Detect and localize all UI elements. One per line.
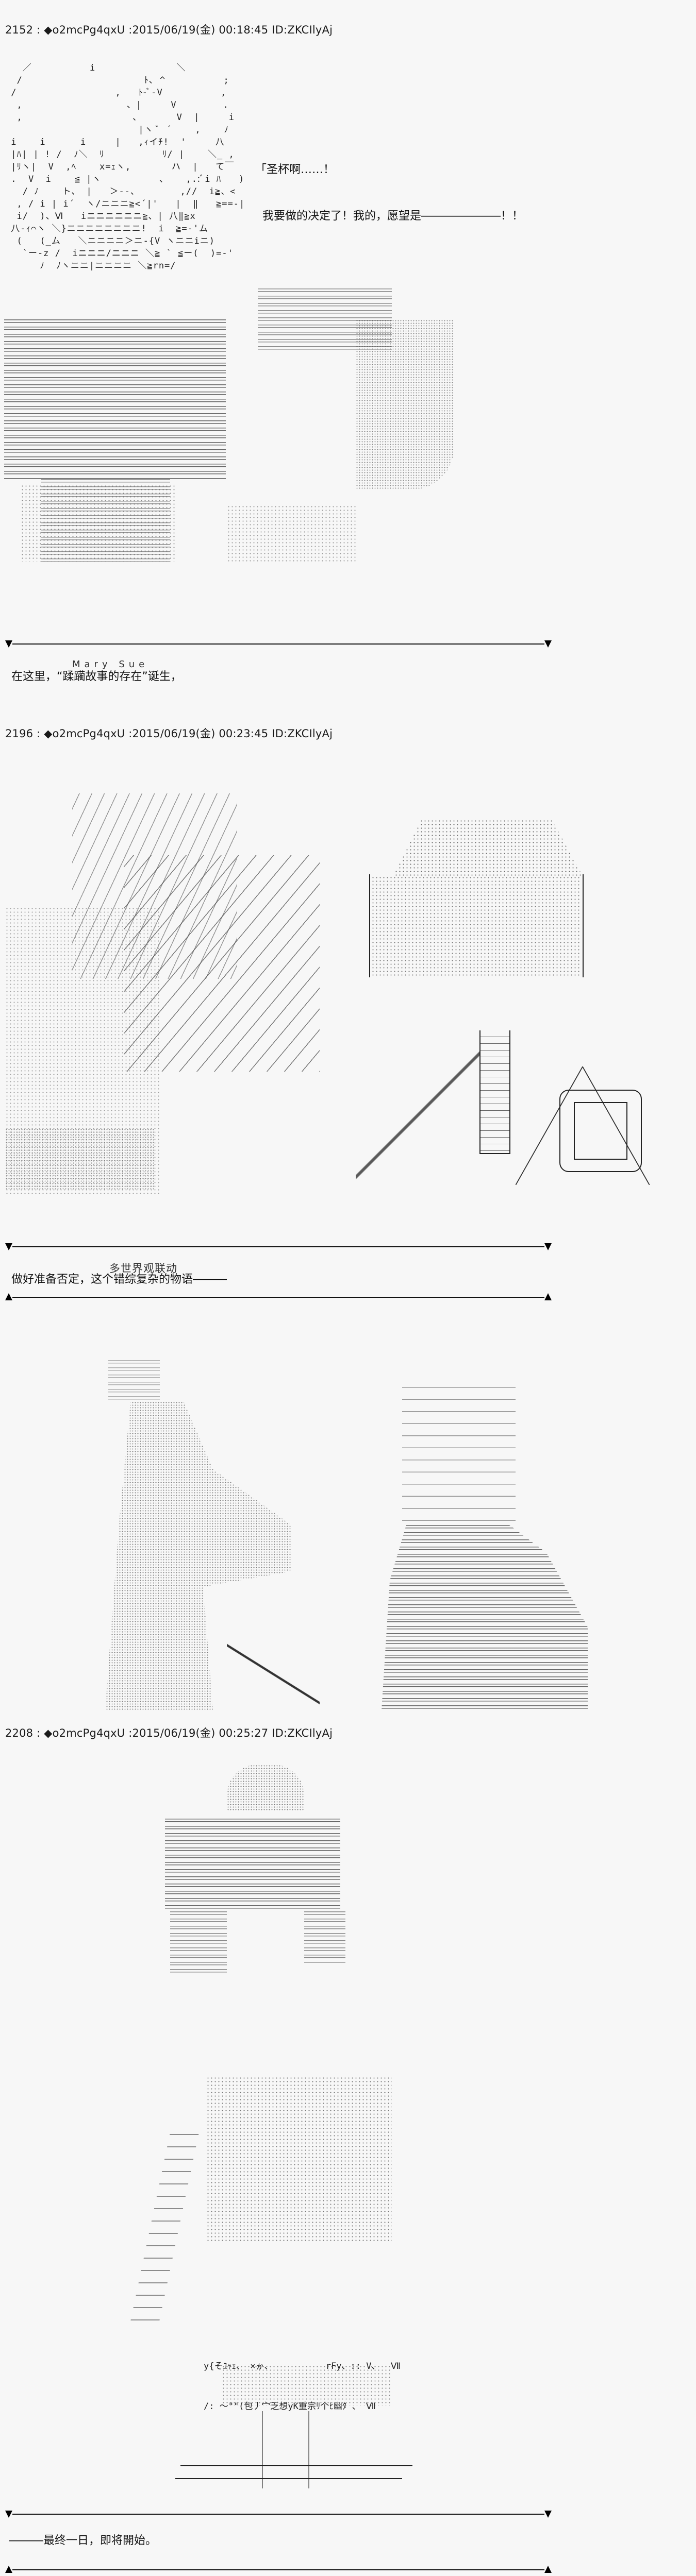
divider-line xyxy=(12,643,544,645)
post-separator: : xyxy=(33,727,44,740)
ascii-art-figure-5-shoulders xyxy=(165,1819,340,1911)
poster-id: ID:ZKCIlyAj xyxy=(272,1727,333,1739)
trip-code: ◆o2mcPg4qxU xyxy=(44,24,125,36)
ascii-art-figure-3-hood xyxy=(108,1360,160,1401)
post-datetime: :2015/06/19(金) 00:18:45 xyxy=(125,24,269,36)
speech-bubble: 「圣杯啊……！ 我要做的决定了！我的，愿望是―――――――！！ xyxy=(255,131,523,240)
ascii-art-figure-5-hat xyxy=(227,1765,304,1811)
divider-line xyxy=(12,2514,544,2515)
ascii-art-figure-4-body xyxy=(382,1525,588,1710)
post-datetime: :2015/06/19(金) 00:23:45 xyxy=(125,727,269,740)
ascii-art-figure-5-chair-left xyxy=(129,2123,201,2329)
ascii-art-grail-rim xyxy=(258,289,392,350)
post-separator: : xyxy=(33,24,44,36)
post-separator: : xyxy=(33,1727,44,1739)
triangle-down-icon xyxy=(5,1243,12,1250)
ascii-art-figure-3-sword xyxy=(227,1638,320,1710)
ascii-art-building-roof xyxy=(393,819,583,876)
triangle-up-icon xyxy=(5,1293,12,1300)
panel-separator-top xyxy=(5,1292,552,1302)
triangle-down-icon xyxy=(5,640,12,648)
ascii-art-window-pane xyxy=(574,1102,627,1160)
ascii-art-figure-1-body xyxy=(4,319,226,479)
ascii-art-framed-window xyxy=(559,1090,642,1172)
narration-text: 在这里，“蹂躏故事的存在”诞生， xyxy=(11,670,182,683)
triangle-up-icon xyxy=(5,2566,12,2573)
ascii-art-lower-shading xyxy=(227,505,356,562)
post-datetime: :2015/06/19(金) 00:25:27 xyxy=(125,1727,269,1739)
ascii-art-building-facade xyxy=(369,874,584,977)
post-header: 2208 : ◆o2mcPg4qxU :2015/06/19(金) 00:25:… xyxy=(5,1725,333,1740)
triangle-up-icon xyxy=(544,1293,552,1300)
triangle-up-icon xyxy=(544,2566,552,2573)
triangle-down-icon xyxy=(544,1243,552,1250)
triangle-down-icon xyxy=(544,2511,552,2518)
triangle-down-icon xyxy=(544,640,552,648)
ruby-annotation: 多世界观联动 xyxy=(109,1262,177,1275)
ascii-art-robe-shading xyxy=(21,484,175,562)
post-number: 2152 xyxy=(5,24,34,36)
ascii-art-figure-4-head xyxy=(402,1376,516,1525)
post-number: 2196 xyxy=(5,727,34,740)
poster-id: ID:ZKCIlyAj xyxy=(272,727,333,740)
panel-separator-bottom xyxy=(5,1242,552,1252)
ascii-art-building-door xyxy=(479,1030,510,1154)
trip-code: ◆o2mcPg4qxU xyxy=(44,727,125,740)
ruby-annotation: Mary Sue xyxy=(72,659,149,670)
panel-separator-top xyxy=(5,2565,552,2575)
triangle-down-icon xyxy=(5,2511,12,2518)
divider-line xyxy=(12,1246,544,1247)
trip-code: ◆o2mcPg4qxU xyxy=(44,1727,125,1739)
ascii-art-building-steps xyxy=(356,1036,479,1195)
ascii-art-figure-5-legs xyxy=(242,2411,345,2488)
speech-line-2: 我要做的决定了！我的，愿望是―――――――！！ xyxy=(255,210,523,223)
divider-line xyxy=(12,1297,544,1298)
ascii-art-chair-base xyxy=(180,2465,412,2466)
ascii-art-chair-base-2 xyxy=(175,2478,402,2479)
ascii-art-figure-5-lap xyxy=(222,2365,392,2406)
narration-text: ―――最终一日，即将開始。 xyxy=(9,2534,157,2547)
divider-line xyxy=(12,2569,544,2570)
post-header: 2152 : ◆o2mcPg4qxU :2015/06/19(金) 00:18:… xyxy=(5,22,333,37)
panel-separator-bottom xyxy=(5,639,552,649)
ascii-art-building-windows xyxy=(371,876,582,976)
ascii-art-figure-2-ground xyxy=(5,1128,155,1190)
ascii-art-figure-5-arms xyxy=(170,1911,227,1973)
poster-id: ID:ZKCIlyAj xyxy=(272,24,333,36)
narration-text: 做好准备否定，这个错综复杂的物语――― xyxy=(11,1273,227,1286)
post-header: 2196 : ◆o2mcPg4qxU :2015/06/19(金) 00:23:… xyxy=(5,725,333,741)
panel-separator-bottom xyxy=(5,2509,552,2519)
ascii-art-figure-1-head: ／ i ＼ / ﾄ､ ^ ; / , ﾄ-ﾞ‐V , , 、| V . , 、 … xyxy=(11,63,245,271)
speech-line-1: 「圣杯啊……！ xyxy=(255,163,335,176)
ascii-art-figure-5-arms-right xyxy=(304,1911,345,1963)
ascii-art-figure-5-skirt xyxy=(206,2076,392,2241)
post-number: 2208 xyxy=(5,1727,34,1739)
